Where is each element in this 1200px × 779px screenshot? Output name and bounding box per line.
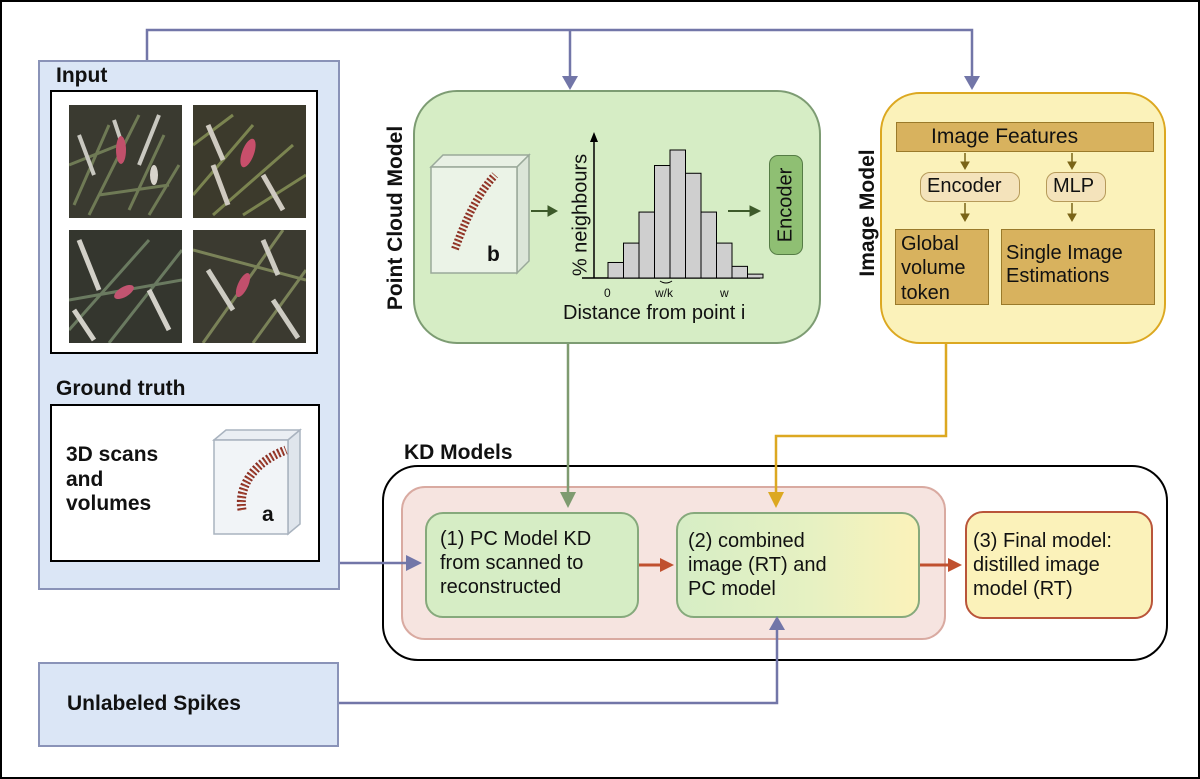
unlabeled-to-kd-arrow (339, 628, 779, 705)
kd-models-title: KD Models (404, 441, 513, 464)
step2-line-1: (2) combined (688, 530, 805, 552)
image-to-kd-arrow (774, 344, 948, 494)
tick-0: 0 (604, 286, 611, 300)
mlp-block (1046, 172, 1106, 202)
field-photo-1 (69, 105, 182, 218)
field-photo-3 (69, 230, 182, 343)
unlabeled-spikes-label: Unlabeled Spikes (67, 692, 241, 715)
arrowhead-encoder (960, 161, 970, 171)
input-title: Input (56, 64, 108, 87)
arrowhead-step2 (660, 558, 674, 572)
image-encoder-label: Encoder (927, 175, 1002, 197)
ground-truth-title: Ground truth (56, 377, 186, 400)
gt-label-line-2: and (66, 468, 104, 491)
input-photo-2 (193, 105, 306, 218)
single-image-estimations-block (1001, 229, 1155, 305)
gt-label-line-1: 3D scans (66, 443, 159, 466)
histogram-xlabel: Distance from point i (563, 302, 746, 324)
tick-wk: w/k (655, 286, 673, 300)
arrowhead-image-model (964, 76, 980, 90)
input-to-image-model-arrow (145, 28, 974, 78)
kd-step-2-box (676, 512, 920, 618)
image-features-block (896, 122, 1154, 152)
arrowhead-image-kd (768, 492, 784, 508)
arrowhead-kd-step1 (406, 555, 422, 571)
arrowhead-kd-step2 (769, 616, 785, 630)
arrowhead-histogram (547, 205, 559, 217)
histogram-y-arrowhead (590, 132, 598, 142)
single-line-1: Single Image (1006, 242, 1123, 264)
step3-line-2: distilled image (973, 554, 1100, 576)
field-photo-2 (193, 105, 306, 218)
histogram-bar (731, 265, 748, 279)
input-images-box (50, 90, 318, 354)
global-volume-token-block (895, 229, 989, 305)
kd-step-1-box (425, 512, 639, 618)
global-line-3: token (901, 282, 950, 304)
mlp-label: MLP (1053, 175, 1095, 197)
point-cloud-cube-icon (429, 153, 531, 275)
step1-line-1: (1) PC Model KD (440, 528, 592, 550)
arrowhead-step3 (948, 558, 962, 572)
histogram-bar (716, 242, 733, 279)
point-cloud-letter: b (487, 243, 500, 266)
arrowhead-single (1067, 213, 1077, 223)
unlabeled-spikes-box (38, 662, 339, 747)
single-line-2: Estimations (1006, 265, 1110, 287)
arrowhead-pc-kd (560, 492, 576, 508)
histogram-bar (747, 273, 764, 279)
image-features-label: Image Features (931, 125, 1079, 148)
step2-line-3: PC model (688, 578, 776, 600)
step1-line-2: from scanned to (440, 552, 584, 574)
input-photo-4 (193, 230, 306, 343)
global-line-2: volume (901, 257, 966, 279)
step3-line-3: model (RT) (973, 578, 1073, 600)
arrowhead-point-cloud (562, 76, 578, 90)
scan-cube-icon (212, 428, 302, 536)
kd-step-3-box (965, 511, 1153, 619)
pc-encoder-block (769, 155, 803, 255)
step3-line-1: (3) Final model: (973, 530, 1112, 552)
tick-w: w (720, 286, 729, 300)
global-line-1: Global (901, 233, 959, 255)
distance-histogram (582, 132, 764, 284)
gt-letter: a (262, 503, 274, 526)
input-photo-1 (69, 105, 182, 218)
wk-tick-mark (659, 280, 673, 284)
step2-line-2: image (RT) and (688, 554, 827, 576)
field-photo-4 (193, 230, 306, 343)
arrowhead-global (960, 213, 970, 223)
input-photo-3 (69, 230, 182, 343)
image-encoder-block (920, 172, 1020, 202)
arrowhead-mlp (1067, 161, 1077, 171)
step1-line-3: reconstructed (440, 576, 562, 598)
arrowhead-pc-encoder (749, 205, 762, 217)
gt-label-line-3: volumes (66, 492, 152, 515)
